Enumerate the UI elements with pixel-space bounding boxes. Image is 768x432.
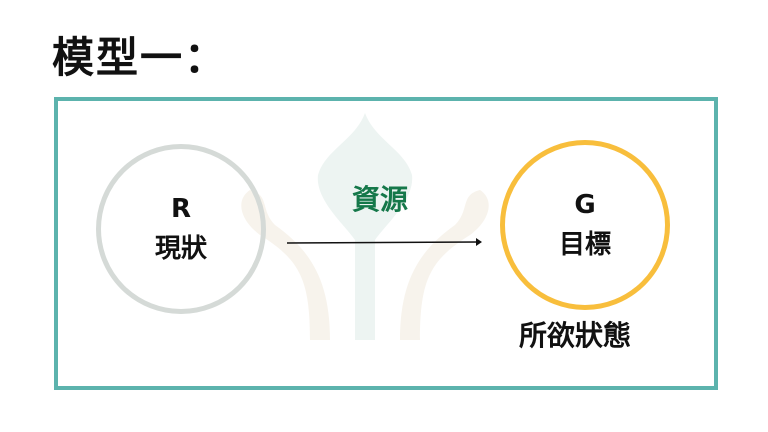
goal-letter: G [574, 190, 596, 220]
arrow-label: 資源 [352, 183, 409, 216]
goal-caption: 所欲狀態 [519, 319, 632, 352]
goal-label: 目標 [558, 230, 611, 260]
current-label: 現狀 [154, 234, 207, 264]
diagram-frame [54, 97, 718, 390]
current-letter: R [170, 194, 192, 224]
current-state-circle: R 現狀 [96, 144, 266, 314]
slide-title: 模型一： [52, 33, 229, 82]
goal-circle: G 目標 [500, 140, 670, 310]
